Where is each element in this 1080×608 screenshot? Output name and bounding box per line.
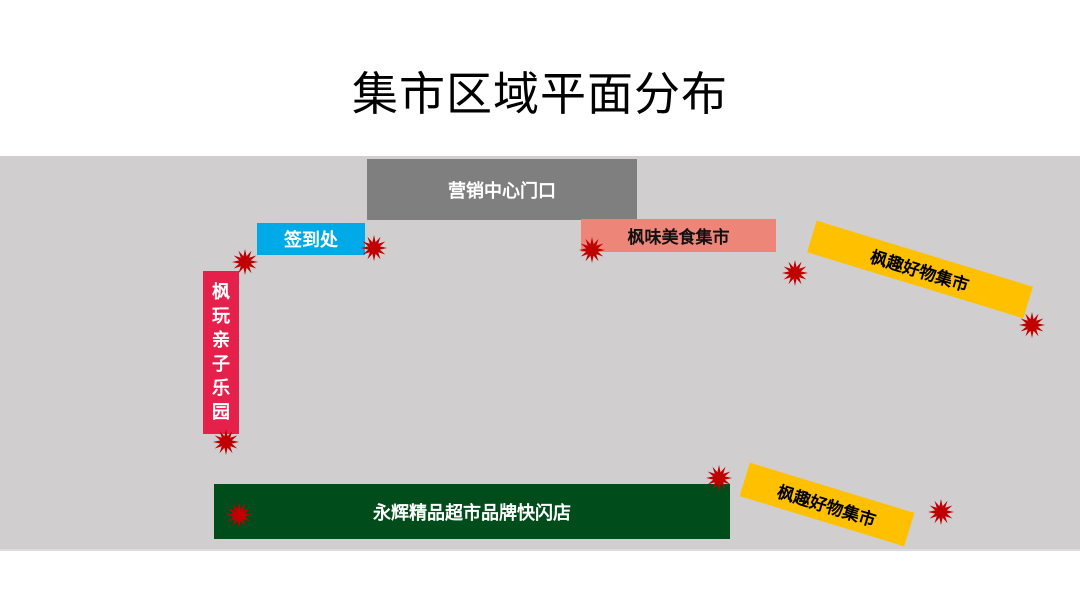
zone-checkin[interactable]: 签到处 xyxy=(257,223,365,255)
burst-marker-icon xyxy=(782,260,808,286)
zone-supermarket-popup[interactable]: 永辉精品超市品牌快闪店 xyxy=(214,484,730,539)
zone-label-char: 子 xyxy=(212,353,230,375)
burst-marker-icon xyxy=(706,465,732,491)
zone-label-char: 枫 xyxy=(212,281,230,303)
burst-marker-icon xyxy=(1019,312,1045,338)
zone-label: 枫味美食集市 xyxy=(627,228,730,248)
burst-marker-icon xyxy=(361,235,387,261)
zone-label-char: 园 xyxy=(212,401,230,423)
zone-marketing-center-gate[interactable]: 营销中心门口 xyxy=(367,159,637,220)
zone-food-market[interactable]: 枫味美食集市 xyxy=(581,219,776,252)
burst-marker-icon xyxy=(579,237,605,263)
zone-label-char: 乐 xyxy=(212,377,230,399)
burst-marker-icon xyxy=(928,499,954,525)
burst-marker-icon xyxy=(213,429,239,455)
zone-label: 签到处 xyxy=(284,230,338,251)
burst-marker-icon xyxy=(232,249,258,275)
zone-label-char: 玩 xyxy=(212,305,230,327)
burst-marker-icon xyxy=(226,502,252,528)
zone-label: 营销中心门口 xyxy=(448,180,556,202)
page-title: 集市区域平面分布 xyxy=(352,67,728,121)
zone-label-char: 亲 xyxy=(212,329,230,351)
zone-kids-park[interactable]: 枫 玩 亲 子 乐 园 xyxy=(203,271,239,434)
zone-label: 永辉精品超市品牌快闪店 xyxy=(373,502,571,524)
